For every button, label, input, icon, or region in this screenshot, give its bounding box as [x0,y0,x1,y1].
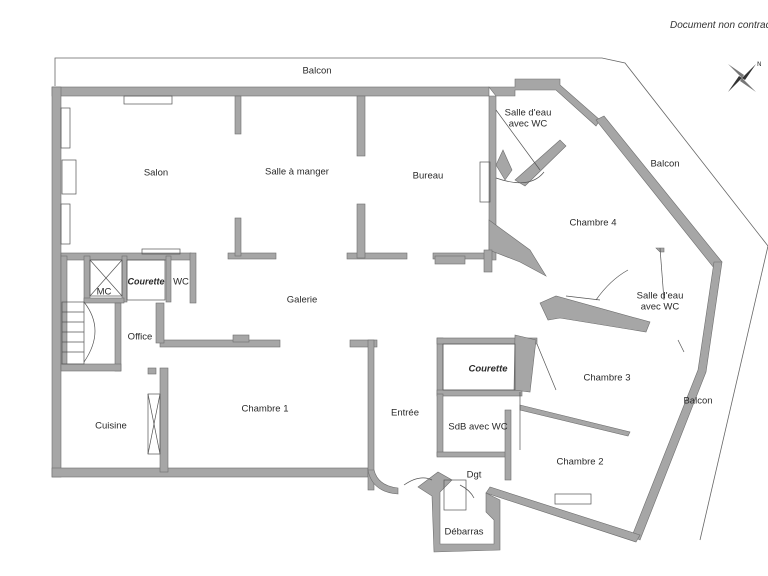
label-chambre-2: Chambre 2 [556,456,604,468]
label-office: Office [127,331,153,343]
label-chambre-3: Chambre 3 [583,372,631,384]
label-galerie: Galerie [286,294,318,306]
label-salle-deau-1-line2: avec WC [508,118,548,130]
label-sdb: SdB avec WC [448,421,508,433]
balcony-right-outline [699,245,768,541]
label-chambre-4: Chambre 4 [569,217,617,229]
walls [51,78,723,553]
label-balcon-top: Balcon [302,65,332,77]
label-wc: WC [173,276,189,288]
balcony-outline [54,57,768,247]
label-courette-2: Courette [468,363,508,375]
label-debarras: Débarras [444,526,484,538]
label-balcon-right-top: Balcon [650,158,680,170]
thin-lines [60,95,685,511]
watermark-note: Document non contractuel [670,20,768,31]
label-mc: MC [96,286,112,298]
compass-rose-icon: N [728,61,762,92]
label-courette-1: Courette [127,276,165,287]
label-salon: Salon [143,167,169,179]
label-entree: Entrée [391,407,419,419]
label-salle-deau-2-line1: Salle d'eau [636,290,684,302]
label-salle-deau-1-line1: Salle d'eau [504,107,552,119]
label-bureau: Bureau [412,170,444,182]
label-balcon-right: Balcon [683,395,713,407]
label-cuisine: Cuisine [95,420,127,432]
label-salle-deau-2-line2: avec WC [640,301,680,313]
compass-north-label: N [757,61,762,68]
label-chambre-1: Chambre 1 [241,403,289,415]
label-salle-a-manger: Salle à manger [265,166,329,178]
label-dgt: Dgt [466,469,482,481]
